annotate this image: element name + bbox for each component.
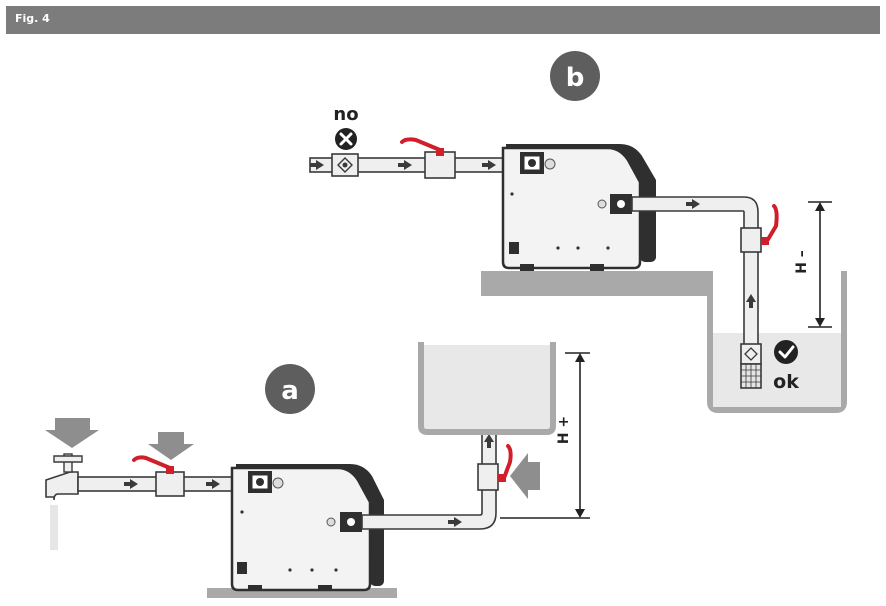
flow-arrow-b5: [746, 294, 756, 308]
badge-b: b: [550, 51, 600, 101]
correct-icon: [774, 340, 798, 364]
pump-a: [230, 464, 384, 592]
foot-valve-b: [740, 343, 762, 389]
elevated-tank: [418, 342, 556, 435]
wrong-icon: [335, 128, 357, 150]
ball-valve-a-inlet: [132, 455, 185, 497]
flow-arrow-a2: [206, 479, 220, 489]
diagram-a: a: [45, 342, 590, 598]
figure-label: Fig. 4: [15, 12, 50, 25]
well-tank: [707, 271, 847, 413]
attention-arrow-faucet: [45, 418, 99, 448]
figure-header-bar: Fig. 4: [6, 6, 880, 34]
badge-a-text: a: [281, 376, 299, 406]
badge-a: a: [265, 364, 315, 414]
height-label-a: H +: [556, 416, 572, 444]
ball-valve-b-suction: [740, 204, 779, 253]
flow-arrow-a4: [484, 434, 494, 448]
check-valve-b-wrong: [331, 153, 359, 177]
faucet: [45, 453, 83, 550]
ledge-b: [481, 271, 710, 296]
flow-arrow-b1: [310, 160, 324, 170]
flow-arrow-a1: [124, 479, 138, 489]
flow-arrow-b2: [398, 160, 412, 170]
no-label: no: [333, 104, 358, 125]
flow-arrow-a3: [448, 517, 462, 527]
diagram-b: b no: [309, 51, 847, 413]
attention-arrow-valve: [148, 432, 194, 460]
ball-valve-b-discharge: [400, 137, 456, 179]
flow-arrow-b4: [686, 199, 700, 209]
floor-a: [207, 588, 397, 598]
height-dimension-a: H +: [500, 352, 590, 519]
height-label-b: H –: [794, 250, 810, 274]
flow-arrow-b3: [482, 160, 496, 170]
pump-b: [501, 144, 656, 271]
suction-pipe-a: [361, 431, 497, 530]
attention-arrow-suction: [510, 453, 540, 499]
ball-valve-a-suction: [477, 444, 513, 491]
ok-label: ok: [773, 371, 799, 393]
height-dimension-b: H –: [794, 201, 832, 328]
badge-b-text: b: [566, 63, 585, 93]
